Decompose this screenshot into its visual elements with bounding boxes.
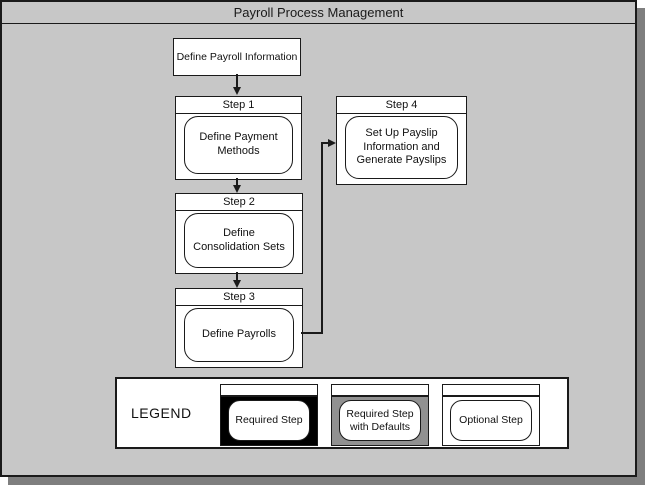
step2-label: Define Consolidation Sets — [184, 213, 294, 268]
legend-sample-header — [220, 384, 318, 396]
step1-header: Step 1 — [176, 97, 301, 114]
legend-sample-header — [442, 384, 540, 396]
legend-sample-header — [331, 384, 429, 396]
step3-label: Define Payrolls — [184, 308, 294, 362]
legend-box: LEGEND Required Step Required Step with … — [115, 377, 569, 449]
diagram-canvas: Payroll Process Management Define Payrol… — [0, 0, 637, 477]
step2-body: Define Consolidation Sets — [176, 211, 302, 273]
step1-body: Define Payment Methods — [176, 114, 301, 179]
start-box-label: Define Payroll Information — [176, 51, 298, 63]
step2-box: Step 2 Define Consolidation Sets — [175, 193, 303, 274]
step1-box: Step 1 Define Payment Methods — [175, 96, 302, 180]
start-box: Define Payroll Information — [173, 38, 301, 76]
connector-start-step1 — [236, 74, 238, 88]
legend-sample-body-defaults: Required Step with Defaults — [331, 396, 429, 446]
diagram-title: Payroll Process Management — [233, 5, 404, 20]
step4-label: Set Up Payslip Information and Generate … — [345, 116, 458, 179]
step2-header: Step 2 — [176, 194, 302, 211]
arrow-right-icon — [328, 139, 336, 147]
legend-sample-body-optional: Optional Step — [442, 396, 540, 446]
title-divider — [2, 23, 635, 24]
step4-header: Step 4 — [337, 97, 466, 114]
step3-body: Define Payrolls — [176, 306, 302, 367]
arrow-down-icon — [233, 185, 241, 193]
legend-item-optional-step: Optional Step — [442, 384, 540, 446]
legend-item-required-step: Required Step — [220, 384, 318, 446]
legend-sample-body-required: Required Step — [220, 396, 318, 446]
arrow-down-icon — [233, 280, 241, 288]
legend-label-required: Required Step — [228, 400, 310, 441]
step3-box: Step 3 Define Payrolls — [175, 288, 303, 368]
connector-step3-elbow-h — [301, 332, 323, 334]
connector-into-step4 — [321, 142, 329, 144]
step4-box: Step 4 Set Up Payslip Information and Ge… — [336, 96, 467, 185]
step3-header: Step 3 — [176, 289, 302, 306]
step1-label: Define Payment Methods — [184, 116, 293, 174]
arrow-down-icon — [233, 87, 241, 95]
legend-title: LEGEND — [131, 405, 192, 421]
legend-label-optional: Optional Step — [450, 400, 532, 441]
connector-step3-elbow-v — [321, 142, 323, 334]
step4-body: Set Up Payslip Information and Generate … — [337, 114, 466, 184]
legend-item-required-step-with-defaults: Required Step with Defaults — [331, 384, 429, 446]
connector-step1-step2 — [236, 178, 238, 186]
connector-step2-step3 — [236, 272, 238, 281]
legend-label-defaults: Required Step with Defaults — [339, 400, 421, 441]
